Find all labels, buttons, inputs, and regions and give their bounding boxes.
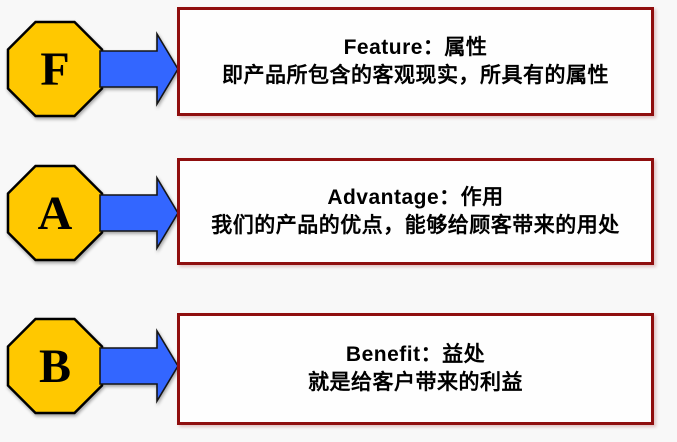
box-heading: Advantage：作用 [327,185,504,209]
octagon-arrow-graphic: A [6,164,179,262]
arrow-right-icon [99,175,179,251]
arrow-right-icon [99,328,179,404]
octagon-shape [6,164,104,262]
octagon-letter: A [38,187,73,240]
box-heading: Benefit：益处 [345,343,486,366]
box-description: 就是给客户带来的利益 [308,371,523,394]
octagon-letter: F [40,43,69,96]
octagon-letter: B [39,340,71,393]
box-description: 我们的产品的优点，能够给顾客带来的用处 [211,213,620,237]
description-box: Feature：属性 即产品所包含的客观现实，所具有的属性 [177,7,654,116]
octagon-arrow-graphic: B [6,317,179,415]
box-heading: Feature：属性 [343,35,488,59]
octagon-shape [6,20,104,118]
octagon-shape [6,317,104,415]
box-description: 即产品所包含的客观现实，所具有的属性 [222,63,609,87]
description-box: Benefit：益处 就是给客户带来的利益 [177,313,654,425]
description-box: Advantage：作用 我们的产品的优点，能够给顾客带来的用处 [177,158,654,265]
octagon-arrow-graphic: F [6,20,179,118]
arrow-right-icon [99,31,179,107]
